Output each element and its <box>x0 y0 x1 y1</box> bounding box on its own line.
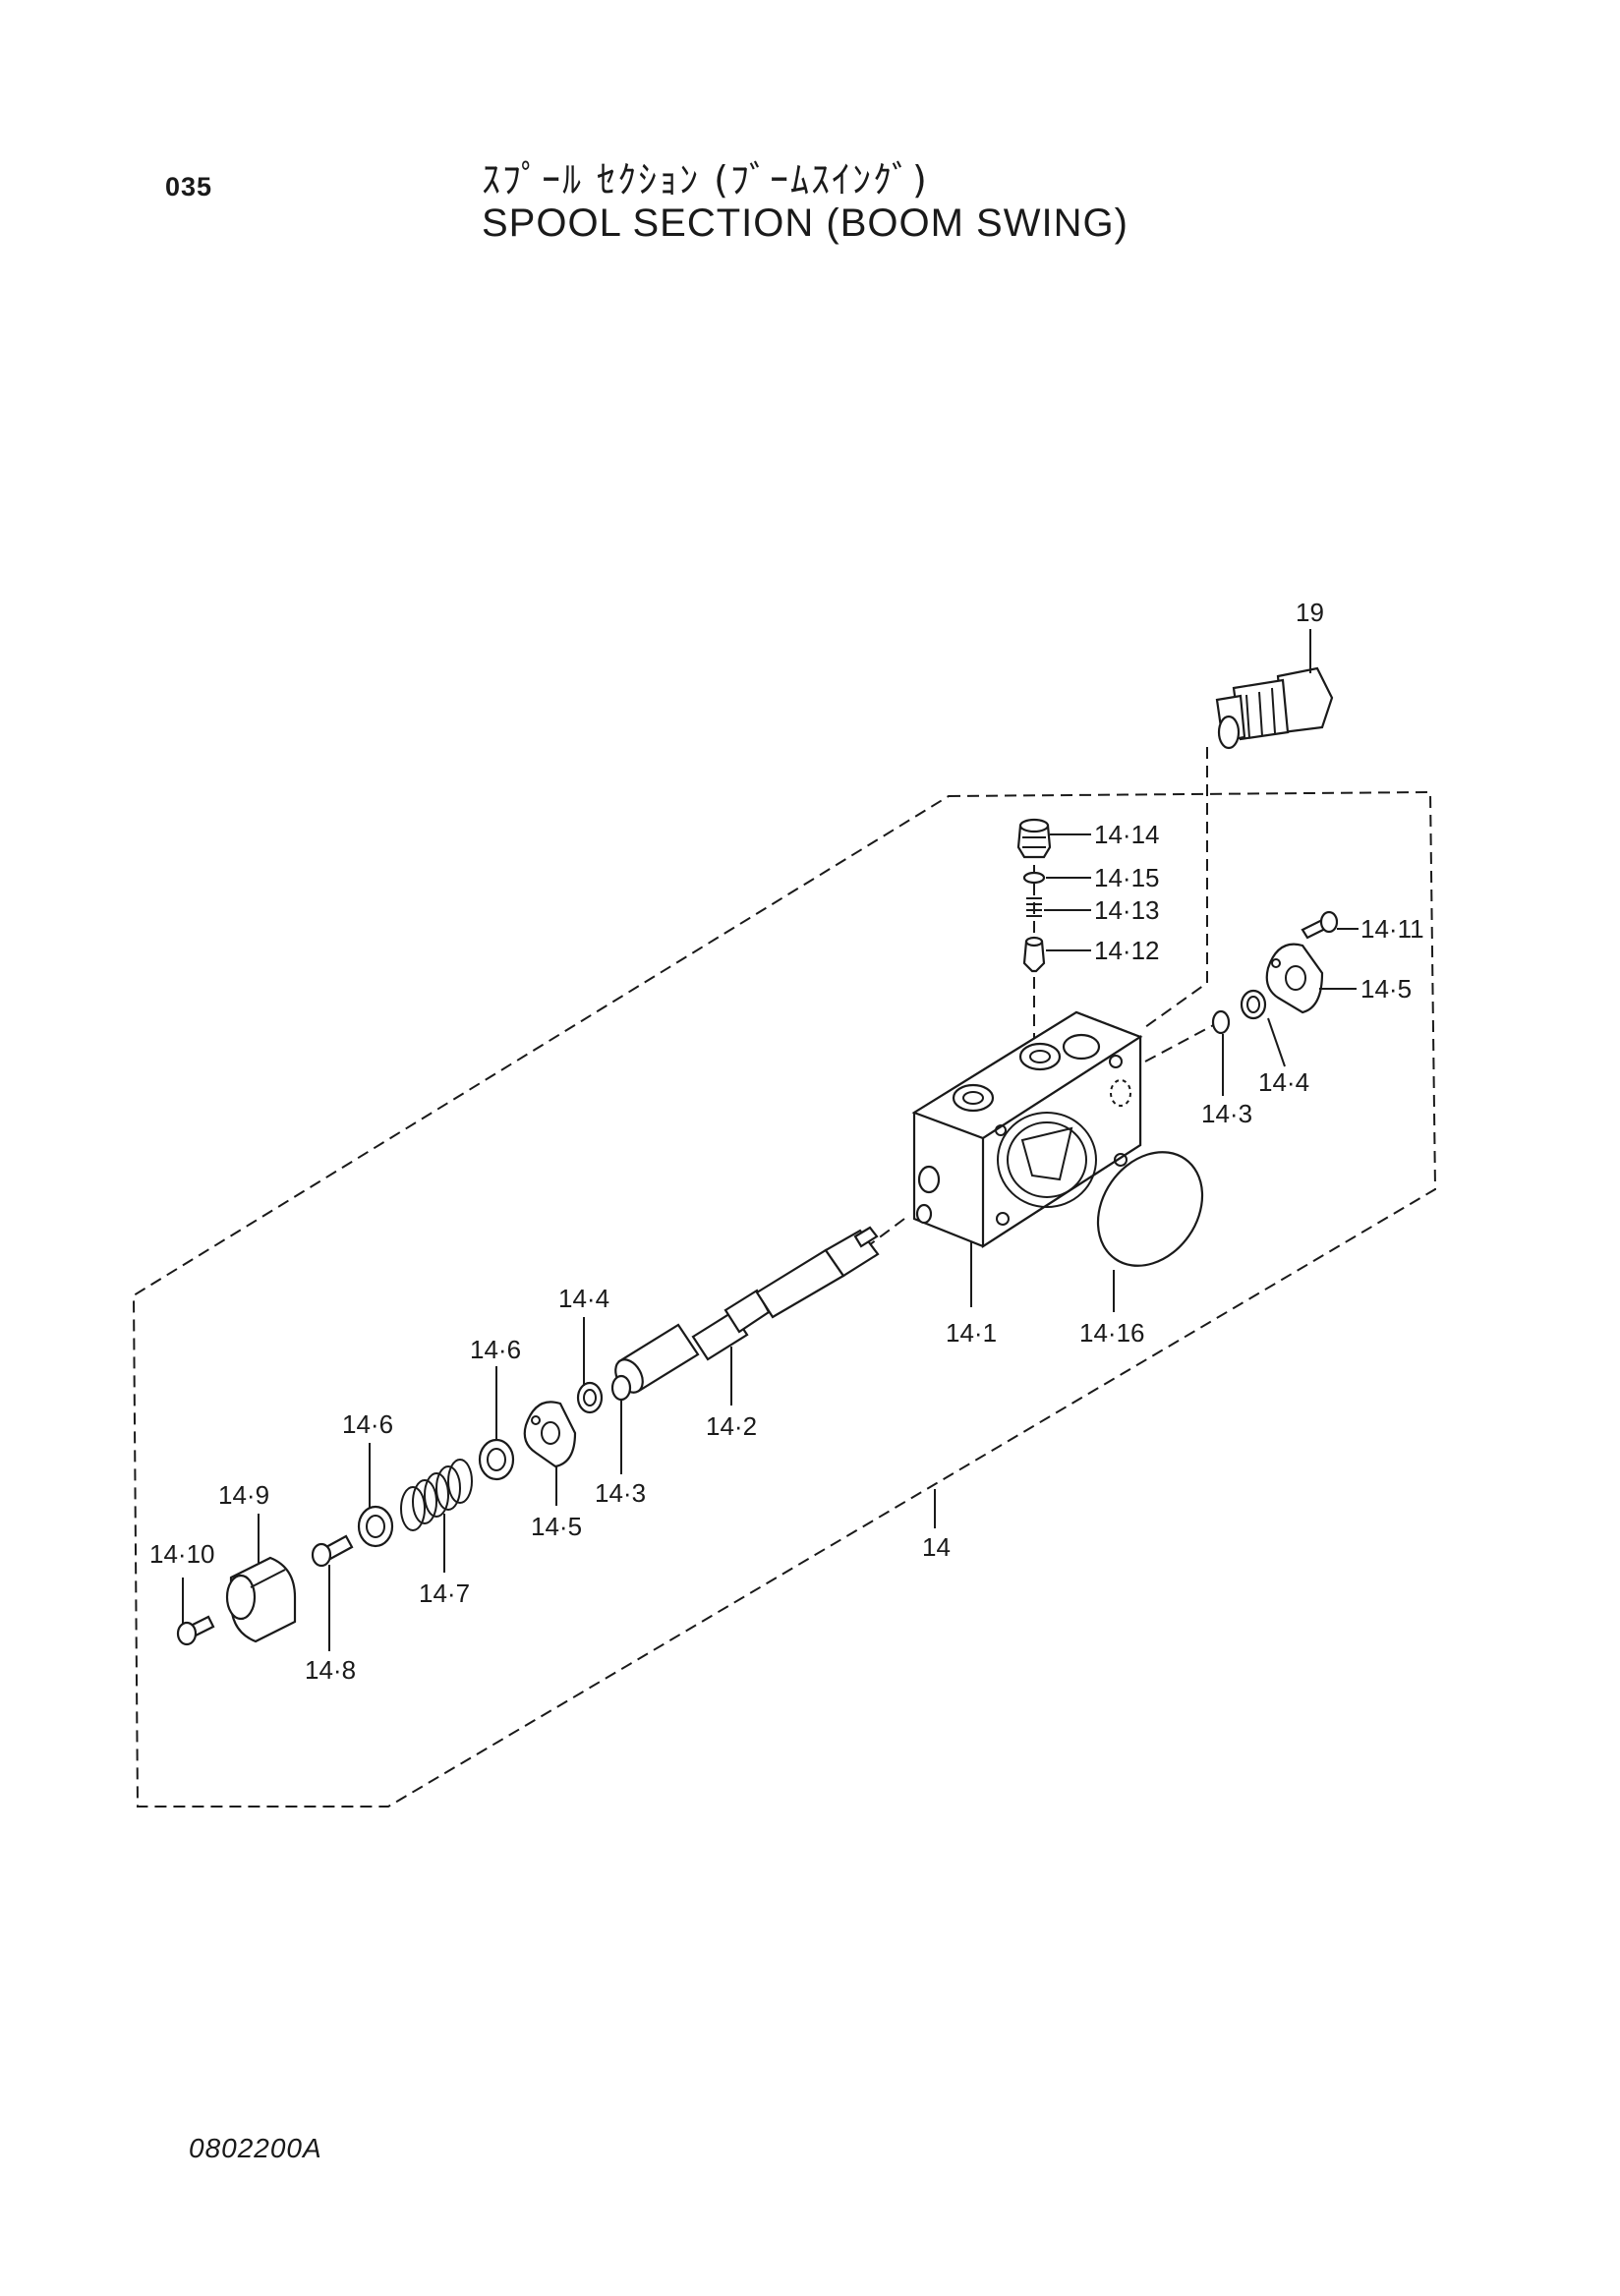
part-14-6-seat-lower <box>357 1505 394 1548</box>
callout-14-5-right: 14·5 <box>1360 974 1412 1004</box>
part-14-5-cover-right <box>1265 943 1324 1014</box>
part-14-10-bolt <box>176 1615 215 1646</box>
part-14-14-plug <box>1016 818 1052 859</box>
part-14-13-spring <box>1026 897 1042 917</box>
leader-spool-dashed <box>864 1218 905 1249</box>
callout-14-14: 14·14 <box>1094 820 1160 849</box>
title-english: SPOOL SECTION (BOOM SWING) <box>482 201 1128 245</box>
part-14-5-cover-left <box>523 1401 577 1468</box>
part-14-2-spool <box>614 1226 880 1394</box>
callout-14-6-lower: 14·6 <box>342 1409 393 1439</box>
callout-14-13: 14·13 <box>1094 895 1160 925</box>
part-14-4-ring-left <box>576 1381 604 1414</box>
leader-14-4-right <box>1267 1017 1286 1067</box>
leader-14-3-right-dashed <box>1144 1021 1220 1062</box>
callout-14-7: 14·7 <box>419 1578 470 1608</box>
leader-19-dashed <box>1144 747 1208 1028</box>
callout-14: 14 <box>922 1532 951 1562</box>
part-14-4-ring-right <box>1240 989 1267 1020</box>
callout-14-4-left: 14·4 <box>558 1284 609 1313</box>
part-14-9-cap <box>225 1556 297 1643</box>
callout-14-15: 14·15 <box>1094 863 1160 892</box>
part-19-switch <box>1215 666 1334 750</box>
part-14-3-oring-right <box>1211 1009 1231 1035</box>
callout-14-10: 14·10 <box>149 1539 215 1569</box>
part-14-12-poppet <box>1022 936 1046 973</box>
callout-14-1: 14·1 <box>946 1318 997 1348</box>
title-japanese: ｽﾌﾟｰﾙ ｾｸｼｮﾝ (ﾌﾞｰﾑｽｲﾝｸﾞ) <box>482 158 929 201</box>
callout-14-16: 14·16 <box>1079 1318 1145 1348</box>
assembly-boundary <box>132 790 1437 1808</box>
footer-code: 0802200A <box>189 2133 322 2163</box>
callout-19: 19 <box>1296 598 1324 627</box>
callout-14-9: 14·9 <box>218 1480 269 1510</box>
callout-14-2: 14·2 <box>706 1411 757 1441</box>
part-14-3-oring-left <box>610 1374 632 1402</box>
part-14-15-oring <box>1022 871 1046 885</box>
part-14-6-seat-upper <box>478 1438 515 1481</box>
callout-14-5-left: 14·5 <box>531 1512 582 1541</box>
callout-14-8: 14·8 <box>305 1655 356 1685</box>
callout-14-4-right: 14·4 <box>1258 1067 1309 1097</box>
part-14-1-valve-body <box>911 1010 1143 1249</box>
part-14-16-oring <box>1096 1151 1204 1267</box>
callout-14-6-upper: 14·6 <box>470 1335 521 1364</box>
callout-14-12: 14·12 <box>1094 936 1160 965</box>
callout-14-3-right: 14·3 <box>1201 1099 1252 1128</box>
callout-14-11: 14·11 <box>1360 914 1424 944</box>
part-14-7-spring <box>400 1459 473 1531</box>
page-number: 035 <box>165 172 213 201</box>
part-14-11-bolt <box>1301 910 1339 940</box>
part-14-8-bolt <box>311 1534 354 1568</box>
callout-14-3-left: 14·3 <box>595 1478 646 1508</box>
